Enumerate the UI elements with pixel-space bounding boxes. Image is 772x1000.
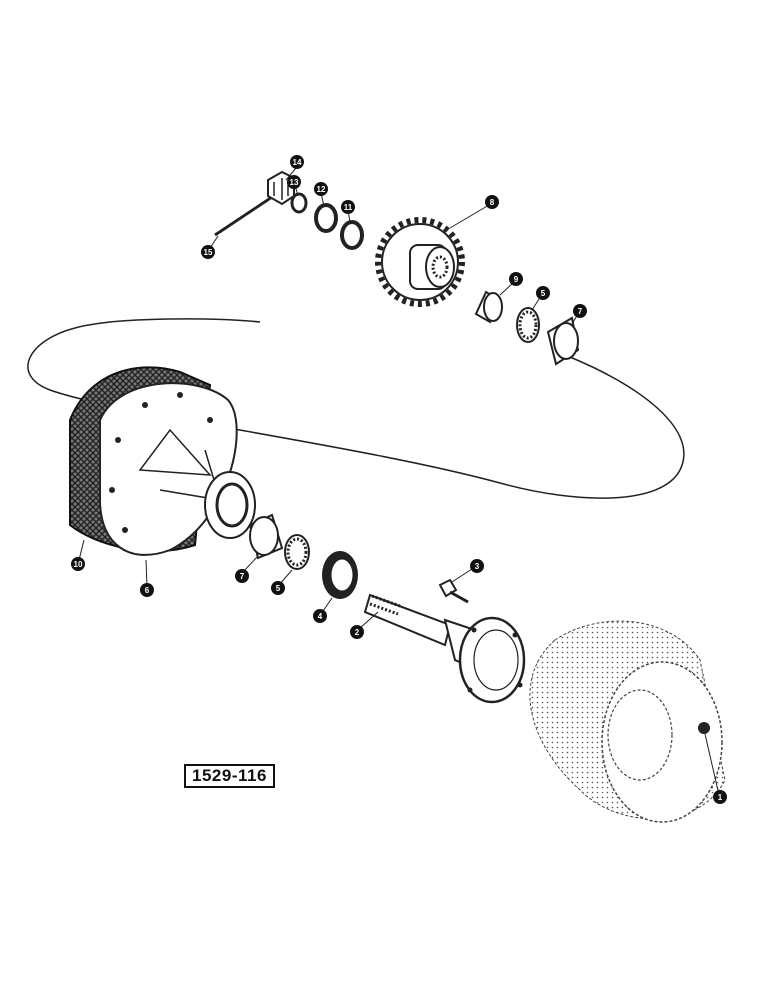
svg-text:12: 12 (317, 185, 326, 194)
tapered-bearing-lower (284, 534, 310, 570)
wheel-hub (69, 366, 256, 556)
svg-text:8: 8 (490, 198, 495, 207)
svg-text:4: 4 (318, 612, 323, 621)
svg-text:14: 14 (293, 158, 302, 167)
spacer-washer (340, 220, 364, 250)
callout-9: 9 (509, 272, 523, 286)
svg-text:9: 9 (514, 275, 519, 284)
tapered-bearing-upper (516, 307, 540, 343)
wheel-rim (529, 620, 726, 823)
figure-reference-number: 1529-116 (184, 764, 275, 788)
svg-text:11: 11 (344, 203, 353, 212)
svg-text:15: 15 (204, 248, 213, 257)
svg-text:5: 5 (541, 289, 546, 298)
drive-sprocket (375, 217, 465, 307)
callout-11: 11 (341, 200, 355, 214)
flat-washer (290, 192, 308, 214)
svg-text:7: 7 (578, 307, 583, 316)
callout-15: 15 (201, 245, 215, 259)
svg-text:13: 13 (290, 178, 299, 187)
callout-10: 10 (71, 557, 85, 571)
callout-8: 8 (485, 195, 499, 209)
svg-text:2: 2 (355, 628, 360, 637)
callout-7-lower: 7 (235, 569, 249, 583)
thrust-washer (314, 203, 338, 233)
callout-12: 12 (314, 182, 328, 196)
callout-7-upper: 7 (573, 304, 587, 318)
svg-text:10: 10 (74, 560, 83, 569)
callout-14: 14 (290, 155, 304, 169)
oil-seal (322, 551, 358, 599)
bearing-spacer-upper (474, 290, 503, 324)
cotter-pin (214, 195, 273, 237)
callout-6: 6 (140, 583, 154, 597)
svg-text:1: 1 (718, 793, 723, 802)
bearing-cup-lower (248, 513, 284, 560)
callout-13: 13 (287, 175, 301, 189)
callout-4: 4 (313, 609, 327, 623)
svg-text:5: 5 (276, 584, 281, 593)
callout-5-lower: 5 (271, 581, 285, 595)
drive-chain (27, 318, 685, 499)
svg-text:6: 6 (145, 586, 150, 595)
bearing-cup-upper (546, 316, 580, 366)
hub-bolt (438, 578, 469, 604)
callout-2: 2 (350, 625, 364, 639)
callout-1: 1 (713, 790, 727, 804)
axle-shaft (363, 593, 526, 704)
svg-text:3: 3 (475, 562, 480, 571)
svg-text:7: 7 (240, 572, 245, 581)
callout-3: 3 (470, 559, 484, 573)
callout-5-upper: 5 (536, 286, 550, 300)
